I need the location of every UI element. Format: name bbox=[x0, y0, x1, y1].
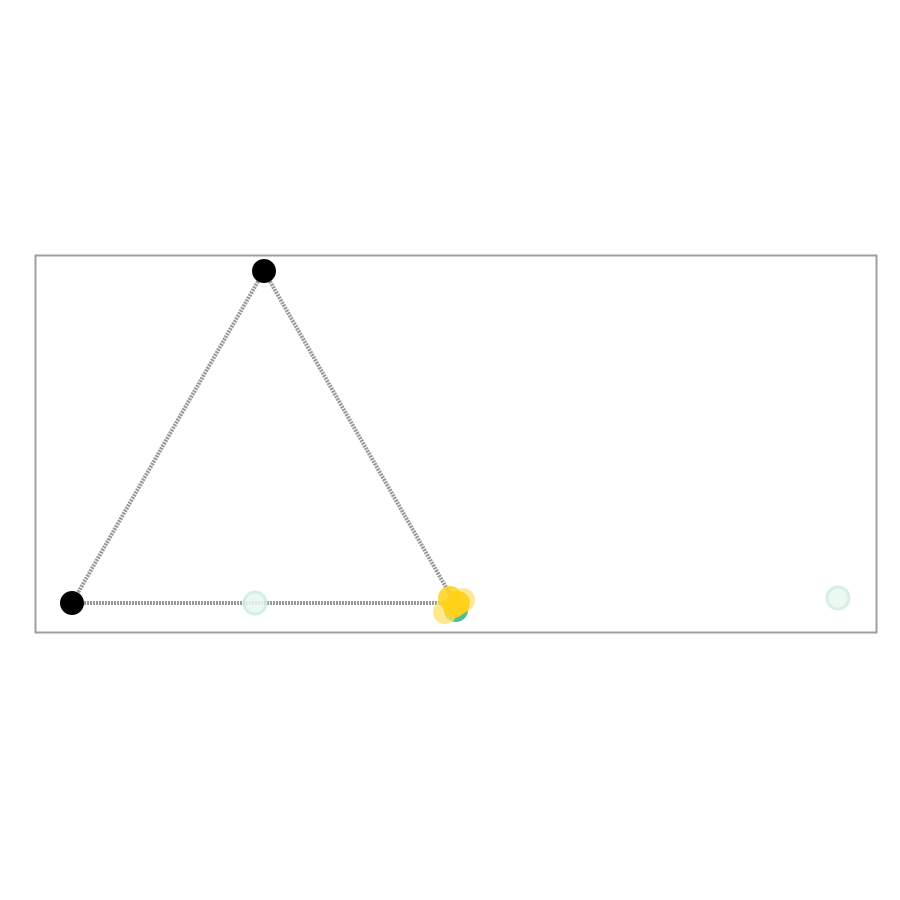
edge-apex-left bbox=[70, 269, 266, 605]
triangle-vertices bbox=[60, 259, 276, 615]
plot-frame bbox=[34, 254, 878, 634]
ghost-markers bbox=[242, 585, 851, 616]
cluster-point bbox=[443, 596, 465, 618]
vertex-apex bbox=[252, 259, 276, 283]
vertex-bottom-left bbox=[60, 591, 84, 615]
ghost-marker-right bbox=[825, 585, 851, 611]
point-cluster bbox=[433, 586, 475, 624]
edge-apex-right bbox=[262, 270, 457, 604]
triangle-edges bbox=[70, 269, 457, 605]
ghost-marker-base bbox=[242, 590, 268, 616]
